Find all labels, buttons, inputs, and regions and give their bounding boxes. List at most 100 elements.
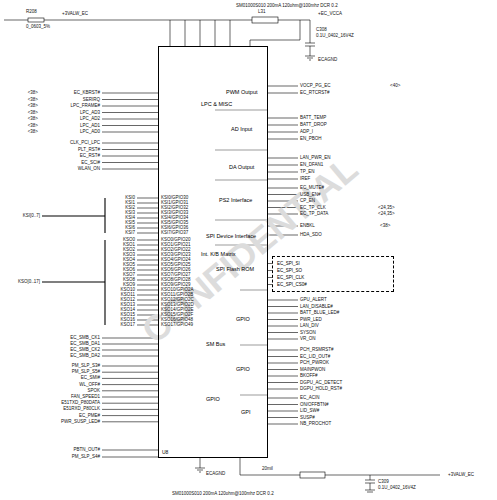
function-block: Int. K/B Matrix <box>200 250 237 258</box>
signal-name: EC_SMB_DA2 <box>70 354 100 359</box>
signal-name: KSO6 <box>123 268 135 273</box>
signal-name: E51RXD_P80CLK <box>63 407 100 412</box>
wire <box>268 125 298 126</box>
wire <box>102 169 158 170</box>
signal-name: KSO5 <box>123 263 135 268</box>
signal-name: LPC_AD3 <box>80 110 100 115</box>
signal-name: EC_PME# <box>79 413 100 418</box>
power-net: +3VALW_EC <box>62 12 88 17</box>
sheet-ref: <38> <box>380 224 390 229</box>
wire <box>102 378 158 379</box>
signal-name: KSI3 <box>125 211 135 216</box>
signal-name: KSO10 <box>120 288 135 293</box>
sheet-ref: <38> <box>28 117 38 122</box>
signal-name: EC_SPI_SI <box>277 260 389 267</box>
signal-name: LID_SW# <box>300 409 319 414</box>
wire <box>268 356 298 357</box>
component-value: SM01000S010 200mA 120ohm@100mhz DCR 0.2 <box>236 4 338 9</box>
wire <box>268 165 298 166</box>
wire <box>137 285 158 286</box>
wire <box>137 245 158 246</box>
signal-name: KSO11 <box>121 293 135 298</box>
signal-name: KSO0 <box>123 238 135 243</box>
sheet-ref: <38> <box>28 130 38 135</box>
pin-name: KSO8/GPIO28 <box>161 278 191 283</box>
block-name: SM Bus <box>206 341 225 347</box>
wire <box>268 369 298 370</box>
wire <box>268 313 298 314</box>
block-name: Int. K/B Matrix <box>201 251 236 257</box>
pin-name: KSI7/GPIO37 <box>161 231 188 236</box>
wire <box>268 404 298 405</box>
signal-name: LPC_FRAME# <box>70 104 100 109</box>
wire <box>137 208 158 209</box>
wire <box>268 398 298 399</box>
wire <box>268 417 298 418</box>
signal-name: BATT_TEMP <box>300 116 326 121</box>
signal-name: EC_SPI_CLK <box>277 274 389 281</box>
ref-designator: R208 <box>26 10 37 15</box>
wire <box>137 203 158 204</box>
ref-designator: C308 <box>316 28 327 33</box>
signal-name: KSO7 <box>123 273 135 278</box>
pin-name: KSO6/GPIO26 <box>161 268 191 273</box>
pin-name: KSO7/GPIO27 <box>161 273 191 278</box>
signal-name: EC_TP_DATA <box>300 212 328 217</box>
signal-name: LAN_PWR_EN <box>300 156 331 161</box>
signal-name: EC_SMI# <box>81 376 100 381</box>
signal-name: VOCP_PG_EC <box>300 84 331 89</box>
signal-name: EC_RST# <box>80 154 100 159</box>
pin-name: KSO11/GPIO2B <box>161 293 193 298</box>
signal-name: SERIRQ <box>83 97 100 102</box>
ferrite-bead-symbol <box>252 17 278 23</box>
signal-name: KSO14 <box>120 308 135 313</box>
signal-name: EC_SMB_CK2 <box>70 348 100 353</box>
signal-name: EC_ACIN <box>300 396 320 401</box>
wire <box>137 295 158 296</box>
power-net: +3VALW_EC <box>448 473 474 478</box>
wire <box>268 306 298 307</box>
bus-name: KSO[0..17] <box>18 280 40 285</box>
sheet-ref: <40> <box>390 84 400 89</box>
signal-name: LAN_DISABLE# <box>300 304 333 309</box>
wire <box>102 356 158 357</box>
wire <box>268 300 298 301</box>
wire <box>137 290 158 291</box>
signal-name: LAN_DIV <box>300 324 319 329</box>
wire <box>137 280 158 281</box>
signal-name: HDA_SDO <box>300 233 322 238</box>
wire <box>268 376 298 377</box>
signal-name: EN_PBOH <box>300 137 322 142</box>
signal-name: WLAN_ON <box>78 167 100 172</box>
block-name: SPI Device Interface <box>206 233 256 239</box>
signal-name: CLK_PCI_LPC <box>70 141 100 146</box>
signal-name: PM_SLP_S3# <box>72 364 100 369</box>
signal-name: LPC_AD0 <box>80 130 100 135</box>
signal-name: EC_SCI# <box>81 160 100 165</box>
wire <box>268 332 298 333</box>
bottom-supply <box>195 458 440 492</box>
wire <box>102 384 158 385</box>
signal-name: KSO16 <box>120 318 135 323</box>
wire <box>102 119 158 120</box>
wire <box>268 363 298 364</box>
bus-line <box>42 198 105 325</box>
wire <box>137 270 158 271</box>
block-name: GPIO <box>236 316 250 322</box>
signal-name: DGPU_HOLD_RST# <box>300 387 342 392</box>
signal-name: PCH_RSMRST# <box>300 348 334 353</box>
signal-name: KSI0 <box>125 196 135 201</box>
wire <box>268 411 298 412</box>
function-block: GPIO <box>235 315 251 323</box>
signal-name: CP_EN <box>300 199 315 204</box>
wire <box>268 326 298 327</box>
wire <box>137 275 158 276</box>
block-name: GPI <box>241 409 250 415</box>
signal-name: ENBKL <box>300 224 315 229</box>
signal-name: KSO8 <box>123 278 135 283</box>
signal-name: TP_EN <box>300 170 315 175</box>
signal-name: PM_SLP_S4# <box>72 455 100 460</box>
signal-name: GPU_ALERT <box>300 298 327 303</box>
component-value: 0.1U_0402_16V4Z <box>378 486 416 491</box>
pin-name: KSO9/GPIO29 <box>161 283 191 288</box>
